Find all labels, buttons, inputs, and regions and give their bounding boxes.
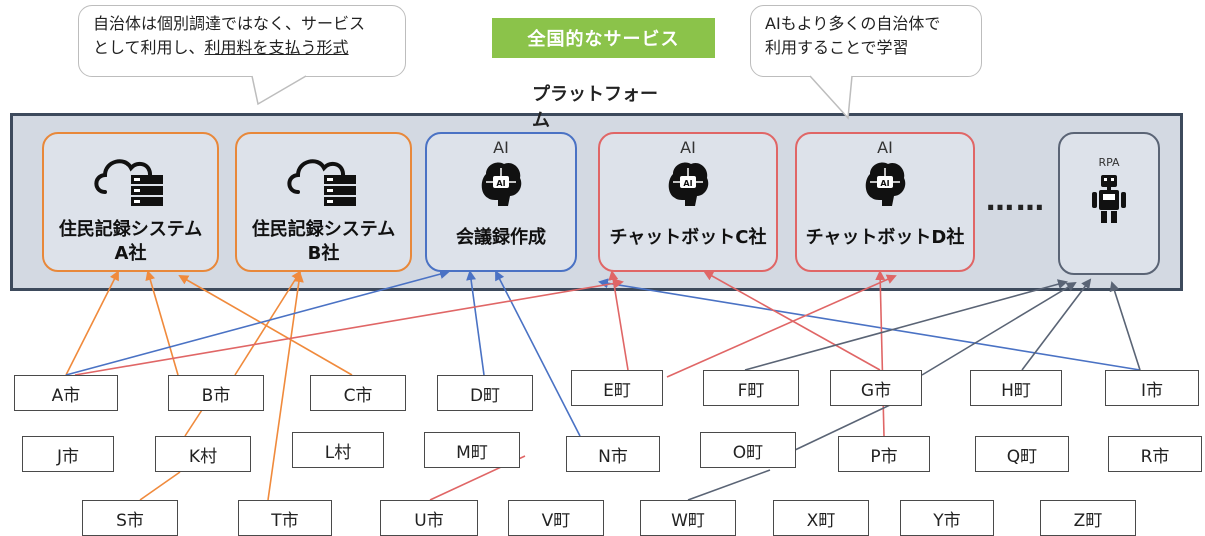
- robot-icon: [1092, 175, 1126, 223]
- municipality-E: E町: [571, 370, 663, 406]
- callout-right-tail: [809, 75, 853, 120]
- municipality-J: J市: [22, 436, 114, 472]
- connection-line-slate: [1109, 281, 1141, 371]
- callout-left-line2-plain: として利用し、: [93, 38, 205, 57]
- cloud-server-icon: [286, 159, 356, 206]
- municipality-W: W町: [640, 500, 736, 536]
- nationwide-service-badge: 全国的なサービス: [492, 18, 715, 58]
- service-label-line1: チャットボットC社: [609, 227, 767, 248]
- connection-line-slate: [744, 279, 1068, 371]
- service-label-line1: 会議録作成: [456, 227, 546, 248]
- callout-left-line2: として利用し、利用料を支払う形式: [93, 36, 391, 60]
- service-rpa: RPA: [1058, 132, 1160, 275]
- ai-tag: AI: [680, 138, 696, 157]
- municipality-H: H町: [970, 370, 1062, 406]
- service-label-line1: 住民記録システム: [251, 219, 396, 240]
- municipality-O: O町: [700, 432, 796, 468]
- callout-right: AIもより多くの自治体で 利用することで学習: [750, 5, 982, 77]
- ai-brain-icon: AI: [481, 162, 522, 206]
- connection-line-blue: [495, 270, 581, 437]
- service-jumin-b: 住民記録システム B社: [235, 132, 412, 272]
- municipality-F: F町: [703, 370, 799, 406]
- municipality-G: G市: [830, 370, 922, 406]
- ai-tag: AI: [877, 138, 893, 157]
- service-kaigiroku: AI AI 会議録作成: [425, 132, 577, 272]
- connection-line-slate: [1021, 278, 1092, 371]
- ai-tag: AI: [493, 138, 509, 157]
- municipality-B: B市: [168, 375, 264, 411]
- callout-left-line2-underlined: 利用料を支払う形式: [204, 38, 349, 57]
- municipality-X: X町: [773, 500, 869, 536]
- ellipsis: ……: [986, 184, 1046, 217]
- municipality-A: A市: [14, 375, 118, 411]
- municipality-U: U市: [380, 500, 478, 536]
- svg-text:AI: AI: [880, 179, 889, 188]
- municipality-M: M町: [424, 432, 520, 468]
- service-label-line2: B社: [307, 243, 340, 264]
- service-label-line1: 住民記録システム: [58, 219, 203, 240]
- municipality-Y: Y市: [900, 500, 994, 536]
- cloud-server-icon: [93, 159, 163, 206]
- connection-line-red: [666, 274, 897, 378]
- service-chatbot-d: AI AI チャットボットD社: [795, 132, 975, 272]
- callout-right-line2: 利用することで学習: [765, 38, 909, 57]
- callout-left-tail: [251, 75, 307, 106]
- callout-right-line1: AIもより多くの自治体で: [765, 14, 941, 33]
- svg-text:AI: AI: [683, 179, 692, 188]
- service-label-line2: A社: [114, 243, 147, 264]
- municipality-R: R市: [1108, 436, 1202, 472]
- connection-line-red: [875, 270, 886, 437]
- municipality-D: D町: [437, 375, 533, 411]
- municipality-T: T市: [238, 500, 332, 536]
- ai-brain-icon: AI: [865, 162, 906, 206]
- municipality-C: C市: [310, 375, 406, 411]
- connection-line-blue: [598, 278, 1141, 371]
- municipality-Q: Q町: [975, 436, 1069, 472]
- municipality-Z: Z町: [1040, 500, 1136, 536]
- service-jumin-a: 住民記録システム A社: [42, 132, 219, 272]
- callout-left-line1: 自治体は個別調達ではなく、サービス: [93, 14, 366, 33]
- service-chatbot-c: AI AI チャットボットC社: [598, 132, 778, 272]
- municipality-N: N市: [566, 436, 660, 472]
- connection-line-orange: [139, 471, 181, 501]
- municipality-S: S市: [82, 500, 178, 536]
- svg-text:AI: AI: [496, 179, 505, 188]
- callout-left: 自治体は個別調達ではなく、サービス として利用し、利用料を支払う形式: [78, 5, 406, 77]
- service-label-line1: チャットボットD社: [805, 227, 965, 248]
- connection-line-slate: [687, 469, 771, 501]
- municipality-L: L村: [292, 432, 384, 468]
- platform-title: プラットフォーム: [532, 84, 658, 131]
- connection-line-red: [74, 278, 624, 376]
- ai-brain-icon: AI: [668, 162, 709, 206]
- rpa-tag: RPA: [1098, 156, 1120, 169]
- connection-line-slate: [921, 281, 1077, 376]
- municipality-I: I市: [1105, 370, 1199, 406]
- municipality-K: K村: [155, 436, 251, 472]
- municipality-P: P市: [838, 436, 930, 472]
- municipality-V: V町: [508, 500, 604, 536]
